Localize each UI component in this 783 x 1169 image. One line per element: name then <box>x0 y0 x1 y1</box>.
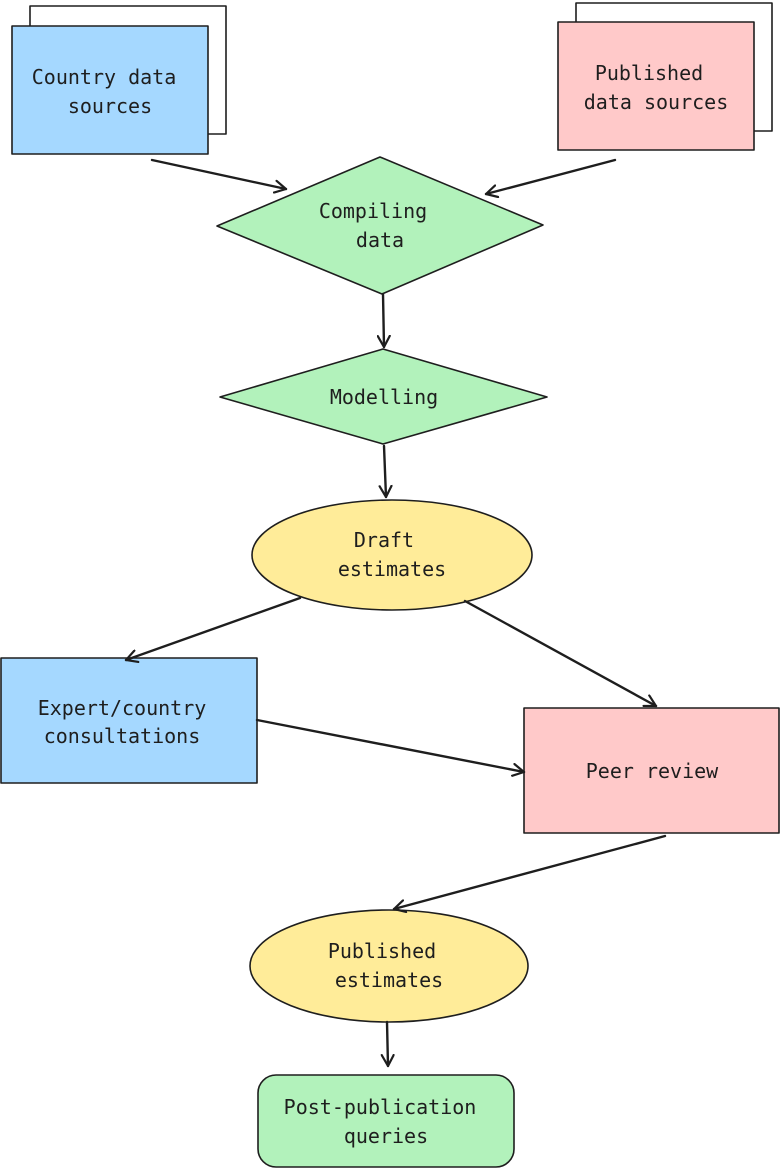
arrow-published-estimates-to-queries <box>387 1020 388 1068</box>
process-box-rounded <box>257 1074 515 1168</box>
node-compiling-data: Compiling data <box>216 156 544 295</box>
node-label: queries <box>344 1124 428 1148</box>
process-box <box>0 657 258 784</box>
node-label: Compiling <box>319 199 427 223</box>
arrow-compiling-to-modelling <box>383 292 384 349</box>
node-label: Modelling <box>330 385 438 409</box>
decision-diamond <box>219 348 548 445</box>
node-label: data <box>356 228 404 252</box>
node-expert-country-consultations: Expert/country consultations <box>0 657 258 784</box>
node-label: sources <box>68 94 152 118</box>
node-label: estimates <box>335 968 443 992</box>
node-label: Expert/country <box>38 696 207 720</box>
node-label: Country data <box>32 65 177 89</box>
node-post-publication-queries: Post-publication queries <box>257 1074 515 1168</box>
node-published-estimates: Published estimates <box>249 909 529 1023</box>
document-front-sheet <box>11 25 209 155</box>
terminal-ellipse <box>251 499 533 611</box>
arrow-draft-to-consultations <box>124 596 302 660</box>
node-draft-estimates: Draft estimates <box>251 499 533 611</box>
terminal-ellipse <box>249 909 529 1023</box>
node-label: Draft <box>354 528 414 552</box>
node-country-data-sources: Country data sources <box>11 5 227 155</box>
node-modelling: Modelling <box>219 348 548 445</box>
node-peer-review: Peer review <box>523 707 780 834</box>
node-label: Published <box>328 939 436 963</box>
node-published-data-sources: Published data sources <box>557 2 773 151</box>
node-label: consultations <box>44 724 201 748</box>
node-label: data sources <box>584 90 729 114</box>
node-label: Post-publication <box>284 1095 477 1119</box>
arrow-modelling-to-draft <box>384 444 386 499</box>
arrow-draft-to-peer-review <box>463 599 658 708</box>
arrow-peer-review-to-published-estimates <box>392 834 667 909</box>
decision-diamond <box>216 156 544 295</box>
node-label: Published <box>595 61 703 85</box>
arrow-consultations-to-peer-review <box>255 718 526 772</box>
document-front-sheet <box>557 21 755 151</box>
node-label: estimates <box>338 557 446 581</box>
node-label: Peer review <box>586 759 719 783</box>
arrow-country-sources-to-compiling <box>150 158 288 189</box>
arrow-published-sources-to-compiling <box>484 158 617 194</box>
